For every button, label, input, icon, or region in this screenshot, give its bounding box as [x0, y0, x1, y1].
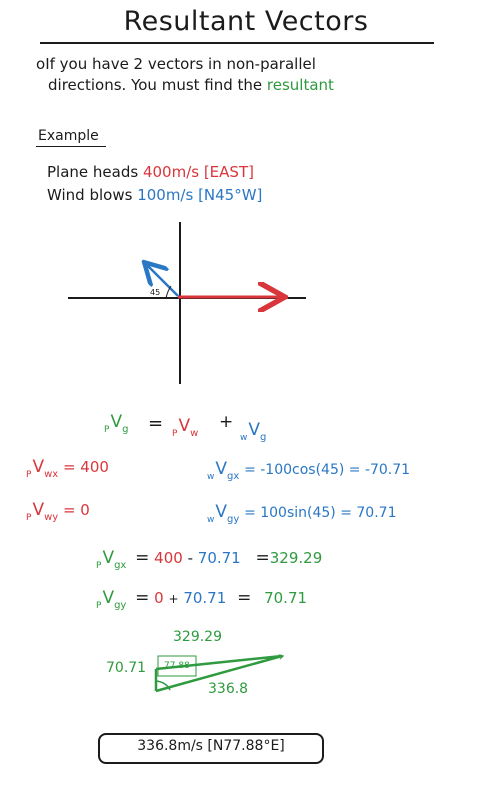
eq-wgy-rhs: = 100sin(45) = 70.71	[244, 505, 397, 521]
plane-label: Plane heads	[47, 163, 143, 181]
eq-pgx: PVgx = 400 - 70.71 =329.29	[96, 548, 323, 571]
eq-pwx-pre: P	[26, 470, 32, 480]
plane-line: Plane heads 400m/s [EAST]	[47, 163, 254, 181]
eq-pwy-v: V	[32, 500, 45, 520]
wind-vector-arrow	[146, 264, 179, 297]
eq-pgx-b: 70.71	[197, 549, 241, 567]
title-underline	[40, 42, 434, 44]
example-heading: Example	[38, 128, 99, 144]
eq-wgx-pre: w	[207, 472, 215, 482]
intro-text-2: directions. You must find the	[48, 76, 267, 94]
eq-pgy-pre: P	[96, 601, 102, 611]
triangle-left-label: 70.71	[106, 660, 147, 676]
eq-pgx-a: 400	[154, 549, 183, 567]
eq-pwy-rhs: = 0	[62, 501, 90, 519]
answer-box	[98, 733, 324, 764]
eq-main-sub2: w	[190, 428, 199, 439]
eq-main-pre1: P	[104, 425, 110, 435]
resultant-hypotenuse-arrow	[155, 656, 283, 692]
eq-pwy-sub: wy	[44, 512, 59, 523]
example-underline	[36, 146, 106, 147]
eq-pgx-result: 329.29	[269, 549, 323, 567]
resultant-highlight: resultant	[266, 76, 334, 94]
eq-main-pre3: w	[240, 433, 248, 443]
eq-main-v3: V	[248, 420, 261, 440]
eq-pgy-equals2: =	[237, 588, 252, 608]
eq-pgy-plus: +	[168, 592, 179, 606]
eq-wgy-pre: w	[207, 515, 215, 525]
eq-pwx-rhs: = 400	[62, 458, 109, 476]
eq-pgy-v: V	[102, 588, 115, 608]
eq-pgy-result: 70.71	[264, 589, 308, 607]
eq-pwx-sub: wx	[44, 469, 59, 480]
eq-wgy-v: V	[215, 502, 228, 522]
eq-wgx-sub: gx	[227, 471, 240, 482]
eq-main-equals: =	[148, 413, 164, 434]
angle-45-label: 45	[150, 288, 160, 297]
eq-main-pre2: P	[172, 429, 178, 439]
eq-pgx-equals: =	[135, 548, 150, 568]
intro-text-1: If you have 2 vectors in non-parallel	[45, 55, 316, 73]
eq-main-term2: wVg	[240, 420, 267, 443]
plane-value: 400m/s [EAST]	[142, 163, 254, 181]
eq-pgx-pre: P	[96, 561, 102, 571]
triangle-angle-label: 77.88	[164, 661, 190, 671]
eq-pgy-b: 70.71	[183, 589, 227, 607]
triangle-angle-arc	[155, 680, 171, 691]
wind-line: Wind blows 100m/s [N45°W]	[47, 186, 262, 204]
eq-pgy: PVgy = 0 + 70.71 = 70.71	[96, 588, 308, 611]
answer-text: 336.8m/s [N77.88°E]	[137, 738, 285, 754]
eq-pgx-minus: -	[187, 549, 193, 567]
wind-value: 100m/s [N45°W]	[137, 186, 263, 204]
eq-main-sub1: g	[122, 424, 129, 435]
eq-pwy-pre: P	[26, 513, 32, 523]
angle-arc	[165, 285, 172, 299]
eq-main-lhs: PVg	[104, 412, 129, 435]
eq-main-plus: +	[219, 412, 234, 432]
eq-pwx: PVwx = 400	[26, 457, 109, 480]
intro-line-1: oIf you have 2 vectors in non-parallel	[36, 55, 316, 73]
triangle-top-label: 329.29	[173, 629, 222, 645]
eq-wgx: wVgx = -100cos(45) = -70.71	[207, 459, 411, 482]
eq-main-v1: V	[110, 412, 123, 432]
eq-pgy-sub: gy	[114, 600, 127, 611]
eq-pgy-equals: =	[135, 588, 150, 608]
eq-main-sub3: g	[260, 432, 267, 443]
eq-pgx-equals2: =	[255, 548, 270, 568]
intro-line-2: directions. You must find the resultant	[48, 76, 334, 94]
bullet-marker: o	[36, 55, 46, 73]
eq-pgy-a: 0	[154, 589, 164, 607]
eq-pwy: PVwy = 0	[26, 500, 90, 523]
eq-wgx-v: V	[215, 459, 228, 479]
eq-wgy-sub: gy	[227, 514, 240, 525]
wind-label: Wind blows	[47, 186, 138, 204]
page-title: Resultant Vectors	[123, 6, 369, 37]
triangle-hyp-label: 336.8	[208, 681, 249, 697]
eq-wgx-rhs: = -100cos(45) = -70.71	[244, 462, 411, 478]
eq-main-term1: PVw	[172, 416, 199, 439]
eq-main-v2: V	[178, 416, 191, 436]
eq-pgx-v: V	[102, 548, 115, 568]
eq-pwx-v: V	[32, 457, 45, 477]
triangle-angle-box	[157, 655, 197, 677]
eq-wgy: wVgy = 100sin(45) = 70.71	[207, 502, 397, 525]
eq-pgx-sub: gx	[114, 560, 127, 571]
